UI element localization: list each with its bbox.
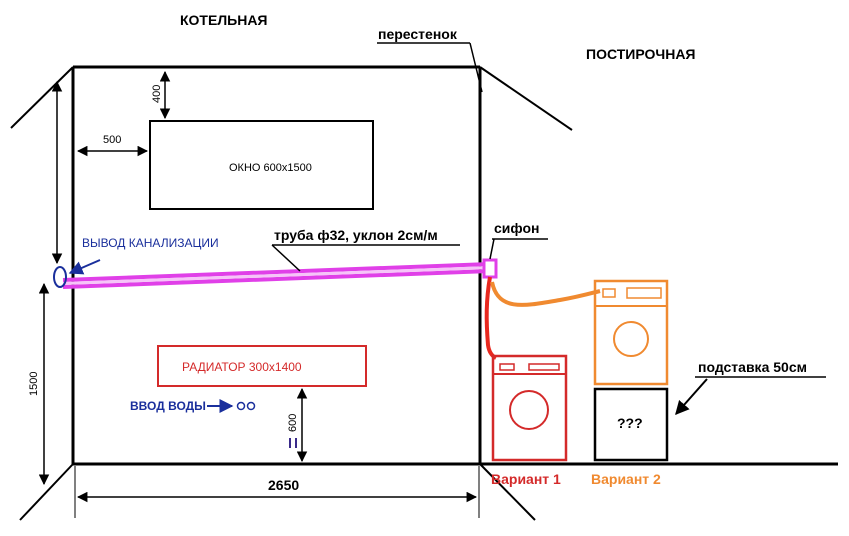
stand-label: подставка 50см	[698, 359, 807, 375]
variant1-label: Вариант 1	[491, 471, 561, 487]
room-title-boiler: КОТЕЛЬНАЯ	[180, 12, 268, 28]
water-inlet-label: ВВОД ВОДЫ	[130, 399, 206, 413]
stand-pointer	[675, 378, 708, 416]
hose-variant2	[490, 281, 601, 307]
stand	[593, 387, 669, 462]
drain-outlet-icon	[53, 266, 67, 288]
drain-outlet-pointer	[68, 259, 101, 275]
drain-outlet-label: ВЫВОД КАНАЛИЗАЦИИ	[82, 236, 219, 250]
perspective-right-bottom	[479, 463, 536, 521]
window-left-offset: 500	[103, 134, 121, 146]
stand-mark: ???	[617, 415, 643, 431]
siphon-pointer	[489, 238, 495, 260]
perspective-left-bottom	[19, 463, 74, 521]
room-walls	[10, 65, 838, 521]
radiator-height-label: 600	[287, 414, 299, 432]
drain-pipe	[62, 262, 491, 289]
water-pipe-icon	[246, 401, 256, 411]
water-pipe-icon	[236, 401, 246, 411]
wall-height-label: 1500	[28, 372, 40, 396]
variant2-label: Вариант 2	[591, 471, 661, 487]
washer-variant1	[491, 354, 568, 462]
washer-variant2	[593, 279, 669, 386]
partition-pointer	[469, 42, 483, 93]
partition-label: перестенок	[378, 26, 458, 42]
pipe-spec-label: труба ф32, уклон 2см/м	[274, 227, 438, 243]
pipe-spec-pointer	[271, 244, 301, 272]
room-width-label: 2650	[268, 477, 299, 493]
perspective-left-top	[10, 66, 74, 129]
window-top-offset: 400	[151, 85, 163, 103]
window	[149, 120, 374, 210]
siphon-icon	[482, 258, 498, 279]
siphon-label: сифон	[494, 220, 539, 236]
room-title-laundry: ПОСТИРОЧНАЯ	[586, 46, 696, 62]
window-label: ОКНО 600х1500	[229, 162, 312, 174]
perspective-right-top	[479, 66, 573, 131]
radiator	[157, 345, 367, 387]
radiator-label: РАДИАТОР 300х1400	[182, 360, 302, 374]
